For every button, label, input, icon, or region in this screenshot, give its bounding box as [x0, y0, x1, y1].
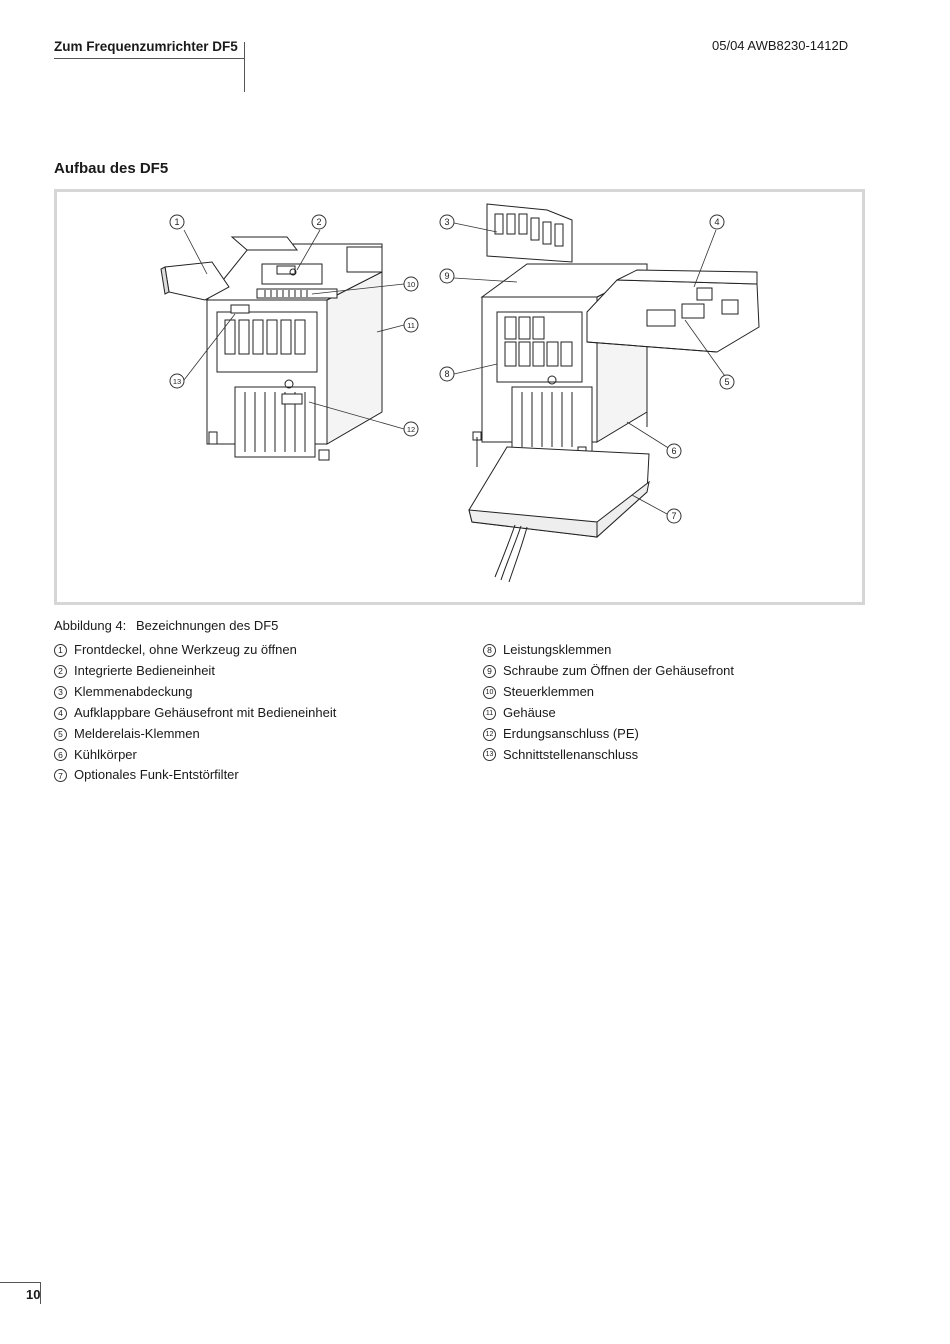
callout-5: 5 [724, 377, 729, 387]
legend-item: 8 Leistungsklemmen [483, 640, 734, 661]
callout-11: 11 [407, 321, 415, 330]
legend-text: Kühlkörper [74, 746, 137, 762]
left-unit-illustration [160, 236, 383, 461]
legend-text: Melderelais-Klemmen [74, 725, 200, 741]
callout-9: 9 [444, 271, 449, 281]
footer-divider [40, 1282, 41, 1304]
legend-item: 6 Kühlkörper [54, 745, 336, 766]
legend-item: 10 Steuerklemmen [483, 682, 734, 703]
legend-item: 1 Frontdeckel, ohne Werkzeug zu öffnen [54, 640, 336, 661]
callout-3: 3 [444, 217, 449, 227]
legend-text: Steuerklemmen [503, 683, 595, 699]
legend-number: 4 [54, 706, 67, 720]
chapter-title: Zum Frequenzumrichter DF5 [54, 39, 238, 54]
legend-text: Integrierte Bedieneinheit [74, 662, 215, 678]
legend-item: 7 Optionales Funk-Entstörfilter [54, 765, 336, 786]
legend-column-2: 8 Leistungsklemmen 9 Schraube zum Öffnen d… [483, 640, 734, 765]
callout-7: 7 [671, 511, 676, 521]
figure-frame: 1 2 3 4 5 6 7 8 9 10 11 12 13 [54, 189, 865, 605]
legend-text: Gehäuse [503, 704, 556, 720]
legend-number: 2 [54, 664, 67, 678]
legend-number: 12 [483, 727, 496, 741]
legend-number: 1 [54, 643, 67, 657]
callout-1: 1 [174, 217, 179, 227]
right-unit-illustration [468, 203, 760, 583]
legend-item: 11 Gehäuse [483, 703, 734, 724]
legend-item: 4 Aufklappbare Gehäusefront mit Bedienein… [54, 703, 336, 724]
header-divider [244, 42, 245, 92]
legend-text: Frontdeckel, ohne Werkzeug zu öffnen [74, 642, 297, 657]
callout-2: 2 [316, 217, 321, 227]
legend-text: Schnittstellenanschluss [503, 746, 639, 762]
legend-number: 10 [483, 685, 496, 699]
df5-drawing: 1 2 3 4 5 6 7 8 9 10 11 12 13 [160, 203, 760, 583]
header-rule [54, 58, 244, 59]
caption-number: Abbildung 4: [54, 618, 127, 633]
page-number: 10 [26, 1287, 41, 1302]
legend-number: 7 [54, 769, 67, 783]
callout-8: 8 [444, 369, 449, 379]
legend-text: Erdungsanschluss (PE) [503, 725, 639, 741]
figure-caption: Abbildung 4: Bezeichnungen des DF5 [54, 618, 278, 633]
legend-text: Schraube zum Öffnen der Gehäusefront [503, 662, 735, 678]
legend-text: Klemmenabdeckung [74, 683, 193, 699]
legend-text: Aufklappbare Gehäusefront mit Bedieneinh… [74, 704, 337, 720]
legend-text: Optionales Funk-Entstörfilter [74, 767, 239, 783]
callout-12: 12 [407, 425, 415, 434]
legend-number: 8 [483, 643, 496, 657]
legend-item: 13 Schnittstellenanschluss [483, 745, 734, 766]
caption-text: Bezeichnungen des DF5 [136, 618, 279, 633]
legend-number: 11 [483, 706, 496, 720]
legend-number: 13 [483, 748, 496, 762]
section-title: Aufbau des DF5 [54, 160, 169, 177]
legend-number: 3 [54, 685, 67, 699]
legend-number: 9 [483, 664, 496, 678]
legend-item: 3 Klemmenabdeckung [54, 682, 336, 703]
callout-leaders [183, 222, 728, 515]
legend-item: 2 Integrierte Bedieneinheit [54, 661, 336, 682]
legend-item: 9 Schraube zum Öffnen der Gehäusefront [483, 661, 734, 682]
callout-10: 10 [407, 280, 415, 289]
legend-item: 12 Erdungsanschluss (PE) [483, 724, 734, 745]
footer-rule [0, 1282, 40, 1283]
callout-markers [169, 214, 735, 524]
legend-number: 5 [54, 727, 67, 741]
document-reference: 05/04 AWB8230-1412D [712, 38, 849, 53]
callout-13: 13 [173, 377, 181, 386]
legend-item: 5 Melderelais-Klemmen [54, 724, 336, 745]
legend-text: Leistungsklemmen [503, 642, 612, 657]
legend-number: 6 [54, 748, 67, 762]
callout-6: 6 [671, 446, 676, 456]
callout-4: 4 [714, 217, 719, 227]
